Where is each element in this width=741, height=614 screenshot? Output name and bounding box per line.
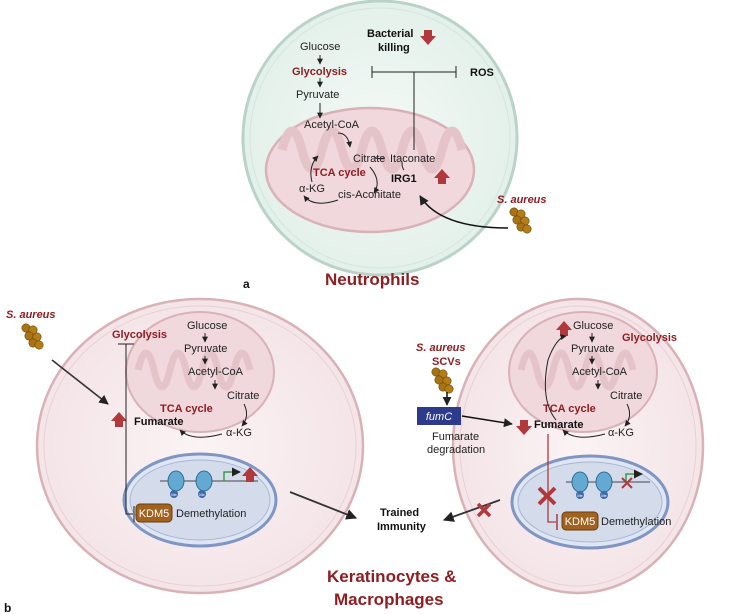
a-saureus-arrow	[419, 195, 509, 229]
b-right-block-x-icon	[537, 486, 557, 506]
a-irg1: IRG1	[391, 173, 417, 185]
a-itaconate: Itaconate	[390, 153, 435, 165]
b-right-loop-arrow	[544, 334, 567, 421]
a-bacteria-icon	[509, 207, 532, 234]
panel-b-title-1: Keratinocytes &	[327, 567, 456, 586]
b-right-bacteria-icon	[431, 367, 454, 394]
b-right-acetyl-coa: Acetyl-CoA	[572, 366, 628, 378]
a-cis-aconitate: cis-Aconitate	[338, 189, 401, 201]
a-citrate: Citrate	[353, 153, 385, 165]
b-left-cycle-arrow-1	[241, 403, 248, 427]
a-bacterial: Bacterial	[367, 28, 413, 40]
left-mitochondrion	[125, 311, 275, 433]
b-right-fumarate-deg-2: degradation	[427, 444, 485, 456]
b-right-cycle-arrow-1	[624, 403, 631, 427]
a-tca-cycle: TCA cycle	[313, 167, 366, 179]
b-right-s-aureus: S. aureus	[416, 342, 466, 354]
a-killing: killing	[378, 42, 410, 54]
left-nucleus	[122, 452, 278, 548]
b-left-glucose: Glucose	[187, 320, 227, 332]
b-trained-2: Immunity	[377, 521, 427, 533]
b-right-chromatin: Me Me	[566, 469, 650, 499]
b-right-kdm5-box	[561, 511, 599, 531]
right-mitochondrion	[508, 311, 658, 433]
a-glucose: Glucose	[300, 41, 340, 53]
b-left-glycolysis: Glycolysis	[112, 329, 167, 341]
a-glycolysis: Glycolysis	[292, 66, 347, 78]
b-left-infection-arrow	[51, 359, 109, 405]
b-right-pyruvate: Pyruvate	[571, 343, 614, 355]
b-right-akg: α-KG	[608, 427, 634, 439]
b-left-chromatin: Me Me	[160, 467, 258, 498]
a-cycle-arrow-3	[310, 155, 319, 183]
right-nucleus	[510, 454, 670, 550]
b-right-fumc-arrow	[461, 415, 513, 428]
a-irg1-catalysis	[401, 161, 405, 171]
b-left-kdm5: KDM5	[139, 508, 170, 520]
b-left-s-aureus: S. aureus	[6, 309, 56, 321]
b-right-fumc: fumC	[426, 411, 452, 423]
b-left-demethylation: Demethylation	[176, 508, 246, 520]
b-right-glycolysis: Glycolysis	[622, 332, 677, 344]
b-right-tca-cycle: TCA cycle	[543, 403, 596, 415]
b-left-tca-cycle: TCA cycle	[160, 403, 213, 415]
panel-a-title: Neutrophils	[325, 270, 419, 289]
panel-b-label: b	[4, 601, 11, 614]
b-left-akg: α-KG	[226, 427, 252, 439]
b-left-trained-arrow	[289, 491, 358, 520]
b-left-me-1: Me	[171, 492, 177, 497]
b-right-fumarate-deg-1: Fumarate	[432, 431, 479, 443]
b-right-cycle-arrow-2	[562, 429, 606, 438]
a-citrate-arrow	[337, 132, 353, 148]
b-left-acetyl-coa: Acetyl-CoA	[188, 366, 244, 378]
b-right-glucose: Glucose	[573, 320, 613, 332]
b-right-scvs: SCVs	[432, 356, 461, 368]
b-left-pyruvate: Pyruvate	[184, 343, 227, 355]
b-left-kdm5-box	[135, 503, 173, 523]
b-left-me-2: Me	[199, 492, 205, 497]
b-left-cycle-arrow-2	[179, 429, 223, 438]
b-left-citrate: Citrate	[227, 390, 259, 402]
b-right-me-1: Me	[577, 493, 583, 498]
panel-a-label: a	[243, 277, 250, 291]
b-trained-1: Trained	[380, 507, 419, 519]
b-left-bacteria-icon	[21, 323, 44, 350]
left-cell	[35, 297, 365, 595]
a-cycle-arrow-1	[369, 166, 380, 194]
a-itaconate-link	[373, 155, 385, 160]
a-pyruvate: Pyruvate	[296, 89, 339, 101]
b-right-fumc-box	[417, 407, 461, 425]
b-right-me-2: Me	[601, 493, 607, 498]
a-akg: α-KG	[299, 183, 325, 195]
b-right-demethylation: Demethylation	[601, 516, 671, 528]
b-right-kdm5: KDM5	[565, 516, 596, 528]
b-right-inhibit-line	[547, 434, 556, 523]
b-right-trained-block-x-icon	[476, 502, 492, 518]
b-right-trained-arrow	[442, 499, 501, 522]
a-s-aureus: S. aureus	[497, 194, 547, 206]
a-acetyl-coa: Acetyl-CoA	[304, 119, 360, 131]
b-right-citrate: Citrate	[610, 390, 642, 402]
a-cycle-arrow-2	[303, 195, 339, 204]
panel-b-title-2: Macrophages	[334, 590, 444, 609]
b-left-inhibit-line	[125, 344, 133, 515]
b-right-fumarate: Fumarate	[534, 419, 584, 431]
a-ros: ROS	[470, 67, 494, 79]
b-left-fumarate: Fumarate	[134, 416, 184, 428]
